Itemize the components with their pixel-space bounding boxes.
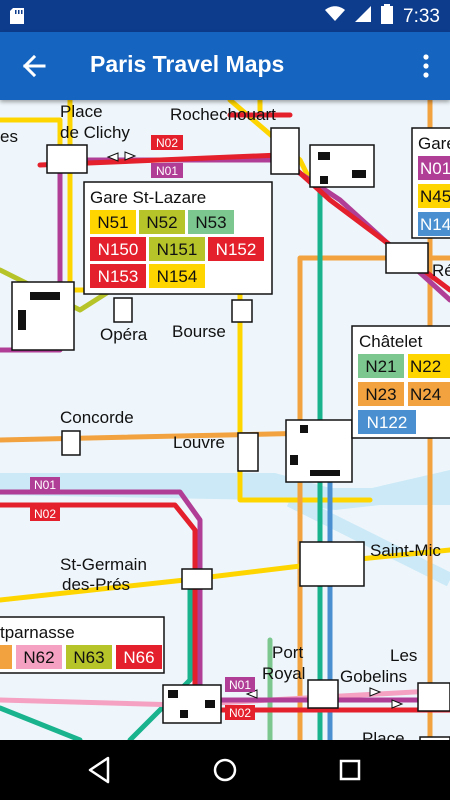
triangle-back-icon (88, 756, 110, 784)
station-label-es: es (0, 127, 18, 146)
route-box-gare-right[interactable]: Gare N01 N45 N14 (411, 127, 450, 239)
route-n51: N51 (97, 213, 128, 232)
back-button[interactable] (14, 46, 54, 86)
status-bar: 7:33 (0, 0, 450, 32)
route-n23: N23 (365, 385, 396, 404)
station-ticks (18, 152, 366, 718)
route-box-chatelet[interactable]: Châtelet N21 N22 N23 N24 N122 (351, 325, 450, 439)
route-line-teal-2 (127, 572, 193, 740)
route-n52: N52 (146, 213, 177, 232)
nav-home-button[interactable] (205, 750, 245, 790)
tag-n01-bottom: N01 (229, 678, 251, 692)
station-marker-place (419, 736, 450, 740)
navigation-bar (0, 740, 450, 800)
wifi-icon (325, 6, 346, 27)
station-marker-gobelins (417, 682, 450, 712)
route-box-st-lazare[interactable]: Gare St-Lazare N51 N52 N53 N150 N151 N15… (83, 181, 273, 295)
overflow-menu-button[interactable] (414, 46, 438, 86)
page-title: Paris Travel Maps (90, 51, 285, 77)
route-n150: N150 (98, 240, 139, 259)
app-bar: Paris Travel Maps (0, 32, 450, 100)
station-label-place-de-clichy-2: de Clichy (60, 123, 130, 142)
station-marker-bourse (231, 299, 253, 323)
station-marker-louvre (237, 432, 259, 472)
route-n53: N53 (195, 213, 226, 232)
station-label-place-de-clichy-1: Place (60, 102, 103, 121)
station-marker-port-royal (307, 679, 339, 709)
station-marker-rochechouart (270, 127, 300, 175)
tag-n02-top: N02 (156, 136, 178, 150)
station-label-port-royal-2: Royal (262, 664, 305, 683)
square-recents-icon (339, 759, 361, 781)
station-label-port-royal-1: Port (272, 643, 303, 662)
status-time: 7:33 (403, 5, 440, 27)
sd-card-icon (10, 8, 24, 29)
route-line-yellow-4 (227, 100, 313, 183)
route-n14: N14 (420, 215, 450, 234)
route-box-title-st-lazare: Gare St-Lazare (90, 188, 206, 207)
station-marker-clichy (46, 144, 88, 174)
station-label-place-bottom: Place (362, 729, 405, 740)
station-marker-east (385, 242, 429, 274)
route-box-title-montparnasse: tparnasse (0, 623, 75, 642)
station-marker-north (309, 144, 375, 188)
signal-icon (355, 6, 372, 27)
route-n66: N66 (123, 648, 154, 667)
route-n24: N24 (410, 385, 441, 404)
route-n62: N62 (23, 648, 54, 667)
route-n122: N122 (367, 413, 408, 432)
transit-map[interactable]: N02 N01 N01 N02 N01 N02 es Place de Clic… (0, 100, 450, 740)
route-n151: N151 (157, 240, 198, 259)
map-canvas[interactable]: N02 N01 N01 N02 N01 N02 es Place de Clic… (0, 100, 450, 740)
station-label-les-gobelins-2: Gobelins (340, 667, 407, 686)
route-line-yellow-5 (0, 547, 450, 603)
station-marker-saint-michel (299, 541, 365, 587)
battery-icon (381, 4, 394, 29)
route-n21: N21 (365, 357, 396, 376)
nav-recents-button[interactable] (330, 750, 370, 790)
river-branch (286, 493, 450, 587)
station-label-bourse: Bourse (172, 322, 226, 341)
station-marker-saint-germain (181, 568, 213, 590)
route-line-magenta-2 (0, 489, 450, 703)
route-box-montparnasse[interactable]: tparnasse N62 N63 N66 (0, 616, 165, 674)
arrow-left-icon (22, 54, 46, 78)
route-n45: N45 (420, 187, 450, 206)
more-vert-icon (423, 54, 429, 78)
route-n01: N01 (420, 159, 450, 178)
station-label-louvre: Louvre (173, 433, 225, 452)
nav-back-button[interactable] (80, 750, 120, 790)
station-label-saint-germain-1: St-Germain (60, 555, 147, 574)
tag-n02-mid: N02 (34, 507, 56, 521)
tag-n01-top: N01 (156, 164, 178, 178)
station-label-opera: Opéra (100, 325, 148, 344)
station-marker-opera (113, 297, 133, 323)
route-n22: N22 (410, 357, 441, 376)
route-box-title-chatelet: Châtelet (359, 332, 423, 351)
station-label-saint-michel: Saint-Mic (370, 541, 441, 560)
route-n154: N154 (157, 267, 198, 286)
station-label-re: Ré (432, 261, 450, 280)
station-label-concorde: Concorde (60, 408, 134, 427)
route-n152: N152 (216, 240, 257, 259)
route-n153: N153 (98, 267, 139, 286)
line-tags: N02 N01 N01 N02 N01 N02 (30, 135, 255, 720)
station-label-les-gobelins-1: Les (390, 646, 417, 665)
route-line-teal-3 (0, 705, 83, 740)
station-label-rochechouart: Rochechouart (170, 105, 276, 124)
tag-n01-mid: N01 (34, 478, 56, 492)
circle-home-icon (213, 758, 237, 782)
route-line-red (0, 502, 450, 713)
station-markers (11, 127, 450, 740)
station-label-saint-germain-2: des-Prés (62, 575, 130, 594)
station-labels: es Place de Clichy Rochechouart Opéra Bo… (0, 102, 450, 740)
station-marker-concorde (61, 430, 81, 456)
route-n63: N63 (73, 648, 104, 667)
route-box-title-gare-right: Gare (418, 134, 450, 153)
tag-n02-bottom: N02 (229, 706, 251, 720)
